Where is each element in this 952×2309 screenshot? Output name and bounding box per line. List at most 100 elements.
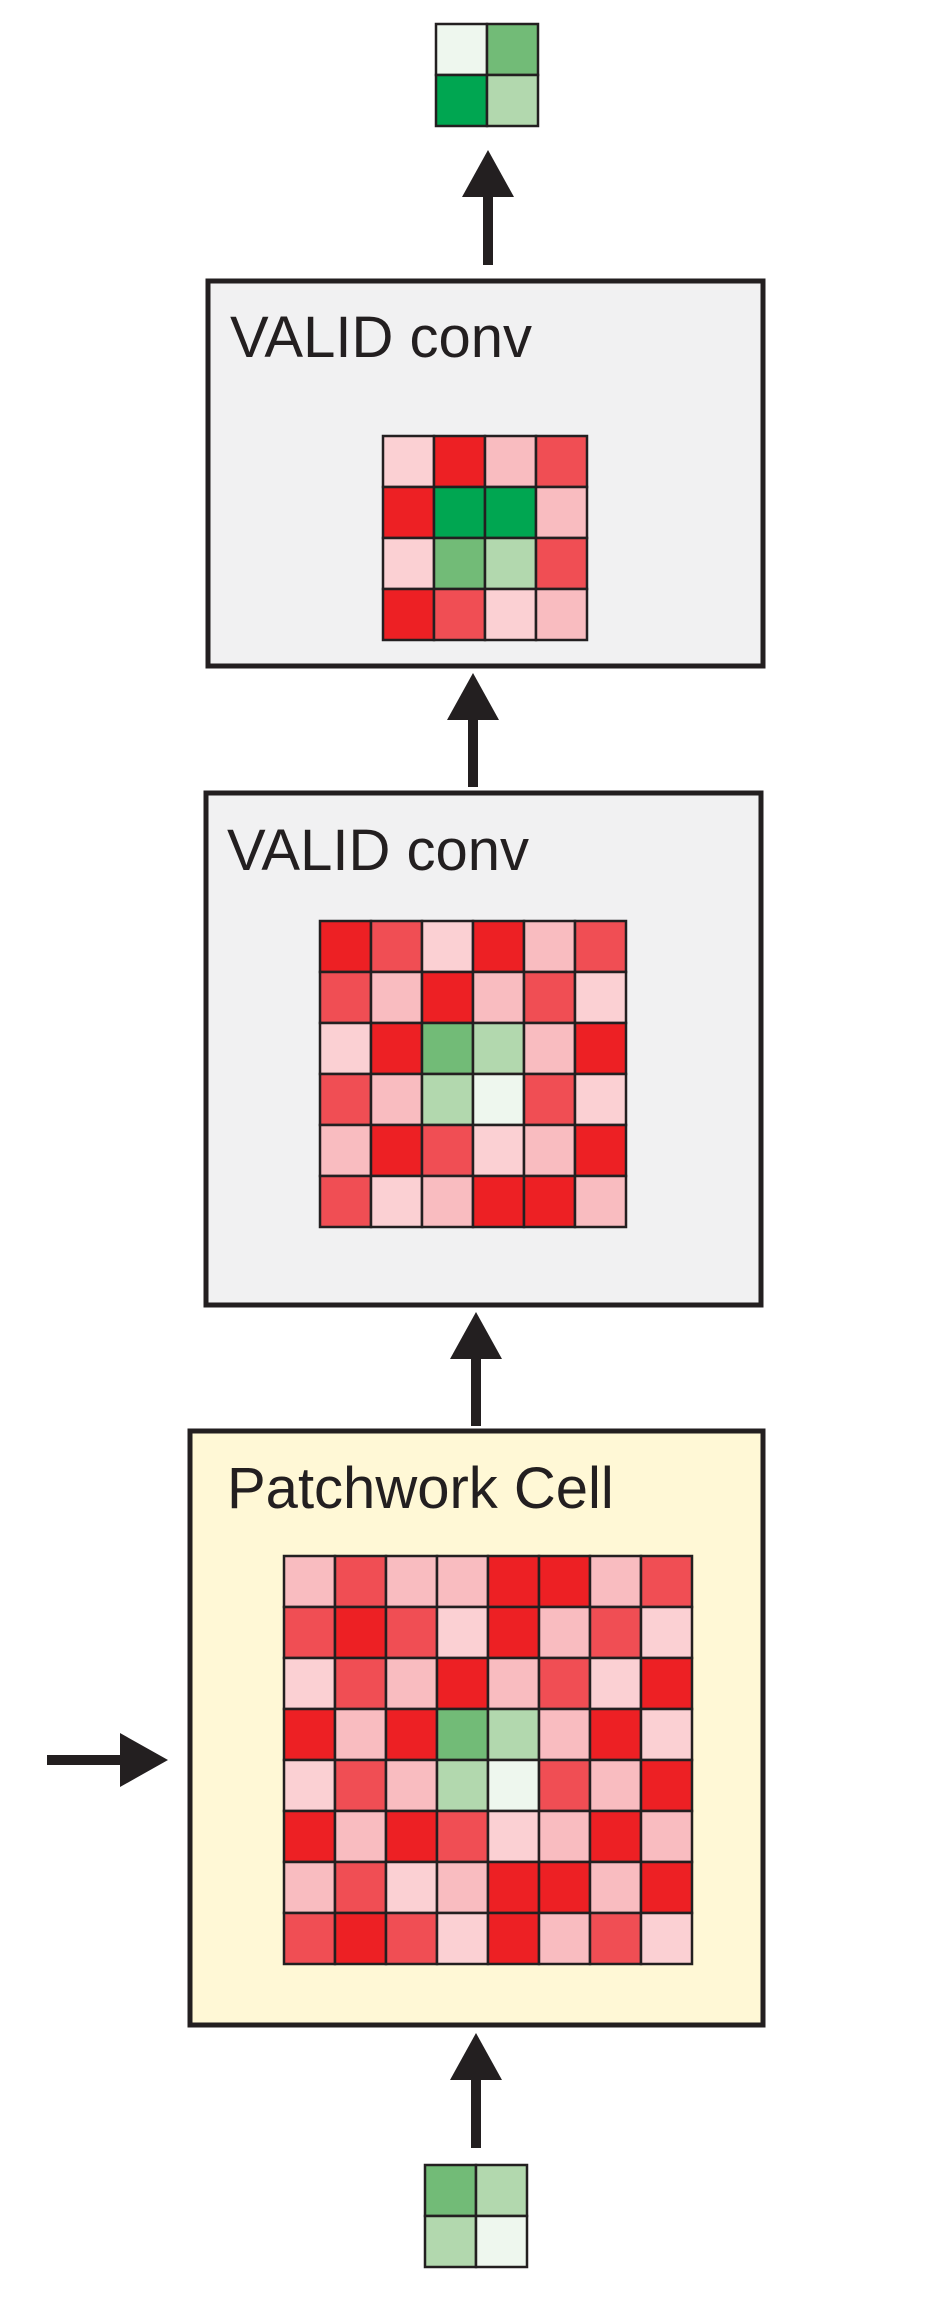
grid-cell	[639, 1554, 694, 1609]
grid-cell	[537, 1605, 592, 1660]
grid-cell	[537, 1656, 592, 1711]
conv-top-grid	[381, 434, 589, 642]
grid-cell	[588, 1758, 643, 1813]
grid-cell	[333, 1554, 388, 1609]
grid-cell	[435, 1809, 490, 1864]
grid-cell	[369, 1072, 424, 1127]
grid-cell	[537, 1911, 592, 1966]
grid-cell	[522, 970, 577, 1025]
grid-cell	[485, 73, 540, 128]
grid-cell	[384, 1605, 439, 1660]
grid-cell	[588, 1860, 643, 1915]
grid-cell	[282, 1809, 337, 1864]
grid-cell	[435, 1605, 490, 1660]
grid-cell	[486, 1758, 541, 1813]
grid-cell	[435, 1758, 490, 1813]
grid-cell	[420, 1123, 475, 1178]
grid-cell	[435, 1860, 490, 1915]
grid-cell	[434, 22, 489, 77]
grid-cell	[639, 1911, 694, 1966]
grid-cell	[588, 1911, 643, 1966]
grid-cell	[381, 536, 436, 591]
grid-cell	[483, 485, 538, 540]
grid-cell	[639, 1758, 694, 1813]
grid-cell	[432, 587, 487, 642]
arrow-up-icon	[450, 2033, 502, 2148]
arrow-up-icon	[447, 673, 499, 787]
grid-cell	[333, 1758, 388, 1813]
grid-cell	[573, 1072, 628, 1127]
grid-cell	[333, 1707, 388, 1762]
grid-cell	[369, 1123, 424, 1178]
grid-cell	[534, 536, 589, 591]
grid-cell	[588, 1809, 643, 1864]
grid-cell	[486, 1911, 541, 1966]
grid-cell	[483, 434, 538, 489]
grid-cell	[486, 1656, 541, 1711]
grid-cell	[486, 1809, 541, 1864]
grid-cell	[333, 1656, 388, 1711]
grid-cell	[384, 1758, 439, 1813]
grid-cell	[537, 1707, 592, 1762]
grid-cell	[471, 919, 526, 974]
patchwork-cell-label: Patchwork Cell	[227, 1456, 614, 1521]
grid-cell	[471, 1174, 526, 1229]
grid-cell	[333, 1911, 388, 1966]
grid-cell	[588, 1707, 643, 1762]
arrow-up-icon	[450, 1312, 502, 1426]
grid-cell	[384, 1860, 439, 1915]
grid-cell	[420, 1174, 475, 1229]
grid-cell	[471, 970, 526, 1025]
grid-cell	[318, 919, 373, 974]
grid-cell	[483, 587, 538, 642]
grid-cell	[486, 1707, 541, 1762]
grid-cell	[282, 1911, 337, 1966]
grid-cell	[423, 2214, 478, 2269]
grid-cell	[282, 1605, 337, 1660]
grid-cell	[486, 1554, 541, 1609]
grid-cell	[471, 1072, 526, 1127]
grid-cell	[369, 970, 424, 1025]
grid-cell	[282, 1554, 337, 1609]
grid-cell	[369, 1174, 424, 1229]
grid-cell	[639, 1860, 694, 1915]
grid-cell	[522, 919, 577, 974]
grid-cell	[282, 1707, 337, 1762]
grid-cell	[639, 1605, 694, 1660]
grid-cell	[381, 434, 436, 489]
input-grid	[423, 2163, 529, 2269]
grid-cell	[381, 587, 436, 642]
grid-cell	[435, 1707, 490, 1762]
grid-cell	[282, 1758, 337, 1813]
grid-cell	[573, 970, 628, 1025]
patchwork-grid	[282, 1554, 694, 1966]
grid-cell	[486, 1860, 541, 1915]
grid-cell	[534, 434, 589, 489]
grid-cell	[588, 1605, 643, 1660]
grid-cell	[420, 970, 475, 1025]
grid-cell	[384, 1911, 439, 1966]
grid-cell	[318, 970, 373, 1025]
grid-cell	[573, 1021, 628, 1076]
grid-cell	[318, 1174, 373, 1229]
grid-cell	[522, 1123, 577, 1178]
valid-conv-label-top: VALID conv	[230, 305, 532, 370]
grid-cell	[432, 485, 487, 540]
grid-cell	[537, 1554, 592, 1609]
grid-cell	[432, 536, 487, 591]
grid-cell	[333, 1605, 388, 1660]
grid-cell	[639, 1656, 694, 1711]
grid-cell	[318, 1123, 373, 1178]
grid-cell	[435, 1554, 490, 1609]
grid-cell	[483, 536, 538, 591]
conv-mid-grid	[318, 919, 628, 1229]
grid-cell	[384, 1707, 439, 1762]
grid-cell	[639, 1707, 694, 1762]
grid-cell	[381, 485, 436, 540]
grid-cell	[573, 1123, 628, 1178]
patchwork-cell-box: Patchwork Cell	[187, 1428, 766, 2028]
grid-cell	[471, 1021, 526, 1076]
grid-cell	[486, 1605, 541, 1660]
grid-cell	[471, 1123, 526, 1178]
